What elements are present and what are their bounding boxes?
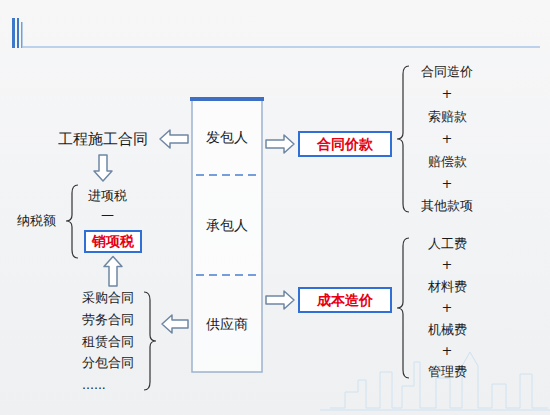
contract-label: 工程施工合同: [50, 127, 156, 151]
hollow-arrow: [104, 257, 122, 286]
list-item: 赔偿款: [428, 154, 467, 170]
hollow-arrow: [266, 135, 294, 153]
list-item: +: [442, 131, 453, 147]
list-item: 其他款项: [421, 198, 473, 214]
list-item: 机械费: [428, 322, 467, 338]
list-item: 索赔款: [428, 109, 467, 125]
brace: [397, 66, 409, 212]
tax-label: 纳税额: [17, 213, 56, 229]
list-item: 劳务合同: [82, 312, 134, 327]
band-divider: [196, 174, 258, 176]
list-item: 租赁合同: [82, 334, 134, 349]
price-box: 合同价款: [298, 131, 392, 157]
list-item: 人工费: [428, 236, 467, 252]
band-divider: [196, 274, 258, 276]
output-tax-box: 销项税: [84, 230, 142, 253]
node-label: 销项税: [92, 233, 134, 250]
list-item: 合同造价: [421, 64, 473, 80]
band-top: [190, 97, 264, 101]
list-item: +: [442, 257, 453, 273]
party-section: 发包人: [192, 100, 262, 175]
list-item: +: [442, 343, 453, 359]
list-item: +: [442, 86, 453, 102]
list-item: +: [442, 176, 453, 192]
price-items: 合同造价 + 索赔款 + 赔偿款 + 其他款项: [412, 64, 482, 214]
node-label: 供应商: [206, 316, 248, 333]
header-bar: [17, 18, 19, 48]
list-item: 分包合同: [82, 355, 134, 370]
list-item: 采购合同: [82, 290, 134, 305]
party-band: [192, 99, 262, 372]
node-label: 成本造价: [317, 292, 373, 309]
hollow-arrow: [266, 291, 294, 309]
header-bar: [12, 18, 15, 48]
skyline: [320, 352, 550, 410]
party-section: 供应商: [192, 276, 262, 372]
node-label: 承包人: [206, 217, 248, 234]
brace: [397, 238, 409, 378]
cost-items: 人工费 + 材料费 + 机械费 + 管理费: [412, 236, 482, 380]
list-item: 材料费: [428, 279, 467, 295]
hollow-arrow: [162, 315, 188, 333]
node-label: 发包人: [206, 129, 248, 146]
hollow-arrow: [160, 130, 188, 148]
list-item: +: [442, 300, 453, 316]
node-label: 合同价款: [317, 136, 373, 153]
party-section: 承包人: [192, 176, 262, 275]
list-item: 管理费: [428, 364, 467, 380]
contract-list: 采购合同劳务合同租赁合同分包合同......: [80, 290, 158, 392]
brace: [66, 185, 78, 258]
brace: [144, 292, 156, 390]
header-bar: [21, 22, 23, 48]
cost-box: 成本造价: [298, 287, 392, 313]
tax-label: —: [101, 207, 114, 223]
tax-group: 纳税额 进项税 — 销项税: [15, 185, 145, 257]
header-rule: [22, 46, 540, 48]
list-item: ......: [82, 377, 106, 392]
hollow-arrow: [94, 155, 112, 181]
node-label: 工程施工合同: [58, 130, 148, 148]
tax-label: 进项税: [88, 188, 127, 204]
